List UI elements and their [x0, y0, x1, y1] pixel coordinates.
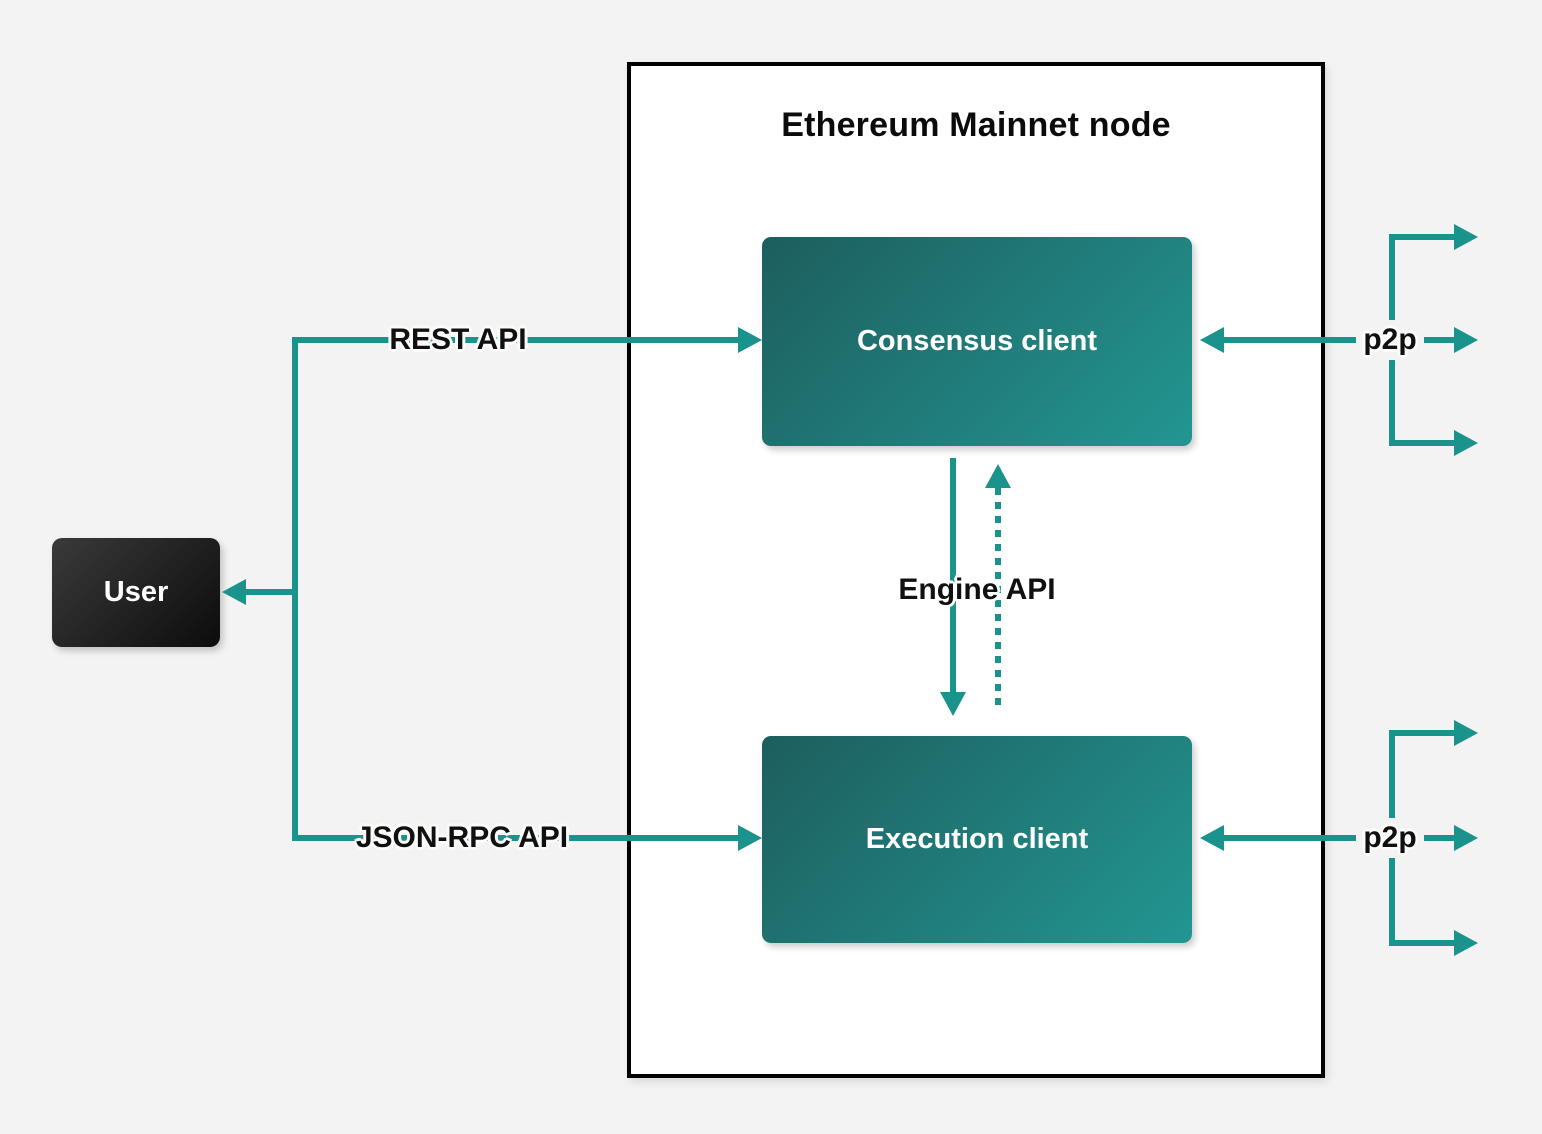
user-node: User [52, 538, 220, 647]
p2p-consensus-top-branch-line [1389, 234, 1454, 240]
p2p-execution-label: p2p [1363, 821, 1417, 854]
p2p-consensus-mid-out-line [1424, 337, 1454, 343]
p2p-execution-mid-out-arrowhead [1454, 825, 1478, 851]
p2p-consensus-bottom-branch-arrowhead [1454, 430, 1478, 456]
p2p-execution-arrowhead [1200, 825, 1224, 851]
rest-api-line [292, 337, 738, 343]
rest-api-arrowhead [738, 327, 762, 353]
p2p-execution-upper-vertical-line [1389, 730, 1395, 818]
execution-client-node: Execution client [762, 736, 1192, 943]
p2p-consensus-lower-vertical-line [1389, 360, 1395, 446]
p2p-consensus-bottom-branch-line [1389, 440, 1454, 446]
p2p-consensus-mid-out-arrowhead [1454, 327, 1478, 353]
p2p-consensus-upper-vertical-line [1389, 234, 1395, 320]
engine-api-down-line [950, 458, 956, 692]
user-arrow-line [246, 589, 292, 595]
rest-api-label: REST API [389, 323, 527, 356]
engine-api-up-arrowhead [985, 464, 1011, 488]
p2p-execution-lower-vertical-line [1389, 858, 1395, 946]
p2p-execution-bottom-branch-arrowhead [1454, 930, 1478, 956]
p2p-execution-in-line [1224, 835, 1356, 841]
consensus-client-label: Consensus client [856, 325, 1098, 357]
p2p-execution-mid-out-line [1424, 835, 1454, 841]
p2p-execution-top-branch-arrowhead [1454, 720, 1478, 746]
p2p-consensus-top-branch-arrowhead [1454, 224, 1478, 250]
consensus-client-node: Consensus client [762, 237, 1192, 446]
json-rpc-api-label: JSON-RPC API [355, 821, 569, 854]
diagram-title: Ethereum Mainnet node [781, 106, 1171, 144]
user-node-label: User [103, 576, 169, 608]
user-arrowhead [222, 579, 246, 605]
engine-api-down-arrowhead [940, 692, 966, 716]
p2p-consensus-in-line [1224, 337, 1356, 343]
execution-client-label: Execution client [865, 823, 1089, 855]
json-rpc-api-arrowhead [738, 825, 762, 851]
p2p-consensus-label: p2p [1363, 323, 1417, 356]
engine-api-label: Engine API [898, 573, 1056, 606]
p2p-execution-bottom-branch-line [1389, 940, 1454, 946]
p2p-execution-top-branch-line [1389, 730, 1454, 736]
json-rpc-api-line [292, 835, 738, 841]
engine-api-up-dotted-line [995, 488, 1001, 712]
user-branch-vertical-line [292, 337, 298, 841]
p2p-consensus-arrowhead [1200, 327, 1224, 353]
